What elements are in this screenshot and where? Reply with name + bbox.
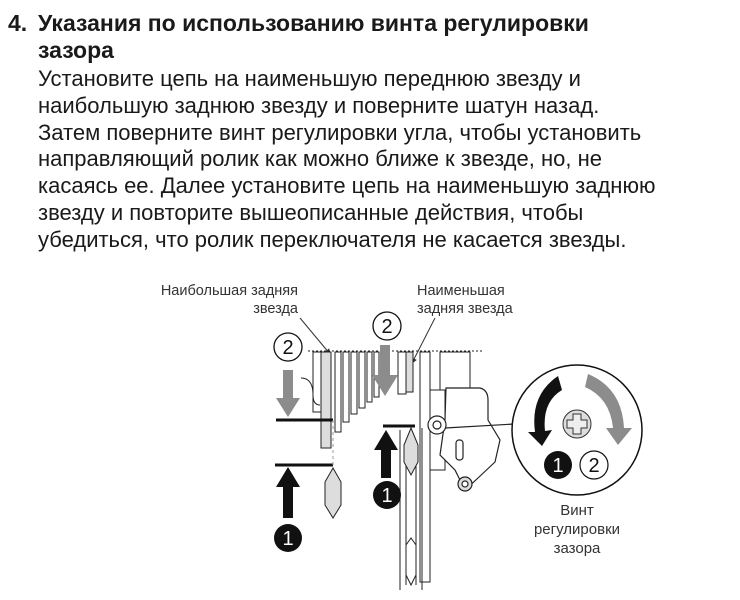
screw-caption: Винт	[560, 502, 594, 519]
body-line: убедиться, что ролик переключателя не ка…	[38, 226, 627, 252]
screw-detail: 1 2	[511, 364, 643, 496]
step-1-marker: 1	[544, 451, 572, 479]
step-2-marker: 2	[579, 450, 609, 480]
svg-text:2: 2	[282, 337, 293, 359]
svg-text:2: 2	[588, 455, 599, 477]
arrow-counterclockwise-icon	[528, 376, 562, 446]
pulley-icon	[324, 466, 342, 519]
step-2-marker: 2	[273, 332, 303, 362]
body-line: наибольшую заднюю звезду и поверните шат…	[38, 92, 600, 118]
title-line: Указания по использованию винта регулиро…	[38, 10, 589, 36]
svg-text:1: 1	[552, 455, 563, 477]
chain	[399, 426, 423, 590]
section-title: Указания по использованию винта регулиро…	[38, 10, 738, 64]
body-line: звезду и повторите вышеописанные действи…	[38, 199, 584, 225]
step-1-marker: 1	[373, 481, 401, 509]
screw-caption: регулировки	[534, 521, 620, 538]
section-number: 4.	[8, 10, 28, 36]
body-line: касаясь ее. Далее установите цепь на наи…	[38, 173, 656, 199]
instruction-text: Установите цепь на наименьшую переднюю з…	[38, 66, 738, 254]
arrow-down-gray-icon	[276, 370, 300, 417]
arrow-down-gray-icon	[372, 345, 398, 396]
label-smallest-sprocket: задняя звезда	[417, 301, 514, 317]
phillips-screw-icon	[566, 413, 588, 435]
label-largest-sprocket: Наибольшая задняя	[161, 283, 298, 299]
svg-text:2: 2	[381, 316, 392, 338]
label-smallest-sprocket: Наименьшая	[417, 283, 505, 299]
body-line: Установите цепь на наименьшую переднюю з…	[38, 66, 581, 91]
svg-text:1: 1	[381, 485, 392, 507]
step-2-marker: 2	[372, 311, 402, 341]
leader-line	[411, 317, 436, 364]
arrow-clockwise-icon	[585, 374, 632, 445]
body-line: направляющий ролик как можно ближе к зве…	[38, 146, 602, 172]
svg-text:1: 1	[282, 528, 293, 550]
title-line: зазора	[38, 37, 114, 63]
arrow-up-black-icon	[374, 430, 398, 478]
derailleur-icon	[427, 387, 515, 492]
screw-caption: зазора	[554, 540, 601, 557]
leader-line	[299, 317, 331, 355]
step-1-marker: 1	[274, 524, 302, 552]
body-line: Затем поверните винт регулировки угла, ч…	[38, 119, 642, 145]
arrow-up-black-icon	[276, 467, 300, 518]
label-largest-sprocket: звезда	[253, 301, 299, 317]
